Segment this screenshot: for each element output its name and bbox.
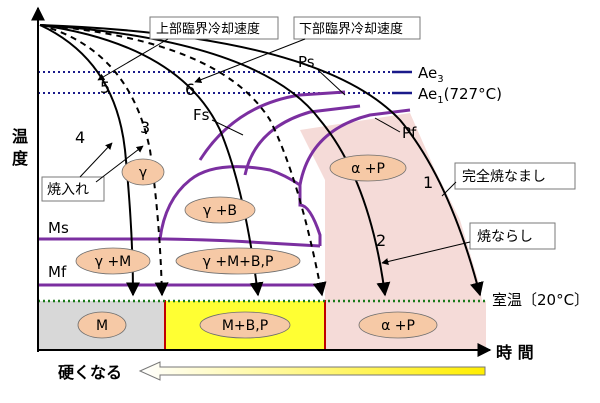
full-anneal-box (454, 162, 576, 190)
cooling-curve-pf (39, 24, 264, 297)
fs-pointer (211, 119, 244, 136)
pf-label: Pf (402, 124, 417, 142)
pf-pointer (374, 117, 401, 133)
phase-gamma-oval (121, 158, 165, 186)
upper-critical-pointer (97, 38, 169, 81)
phase-gamma-b-label: γ +B (203, 203, 237, 219)
upper-critical-label: 上部臨界冷却速度 (156, 21, 260, 37)
full-anneal-label: 完全焼なまし (462, 168, 546, 185)
pf-curve (298, 108, 411, 186)
phase-gamma-label: γ (139, 165, 147, 181)
bainite-nose (158, 165, 322, 246)
lower-critical-label: 下部臨界冷却速度 (299, 21, 403, 37)
phase-alpha-p-upper-oval (329, 154, 407, 182)
quench-label: 焼入れ (47, 182, 89, 198)
lower-critical-pointer (194, 38, 306, 83)
phase-alpha-p-upper-label: α +P (351, 161, 385, 177)
ae1-subscript: 1 (437, 95, 443, 106)
x-axis-label: 時 間 (496, 343, 534, 362)
y-axis-label-1: 温 (11, 127, 28, 146)
phase-gamma-m-label: γ +M (95, 254, 132, 270)
mf-label: Mf (48, 263, 67, 281)
phase-m-bp-label: M+B,P (222, 318, 268, 334)
ps-curve (198, 90, 346, 161)
phase-gamma-b-oval (184, 196, 256, 224)
phase-gamma-m-bp-label: γ +M+B,P (203, 254, 274, 270)
ms-label: Ms (48, 219, 69, 237)
ae3-label: Ae3 (418, 64, 444, 85)
phase-gamma-m-oval (75, 247, 151, 275)
harder-arrow (138, 361, 486, 381)
cooling-curve-3 (39, 24, 169, 297)
lower-critical-box (293, 16, 421, 40)
full-anneal-pointer (441, 181, 457, 197)
curve-number-1: 1 (423, 173, 433, 192)
upper-critical-box (149, 16, 279, 40)
cooling-curve-p (39, 24, 327, 297)
ps-label: Ps (298, 53, 315, 71)
quench-pointer-a (79, 142, 113, 178)
curve-number-6: 6 (185, 80, 195, 99)
fs-label: Fs (193, 106, 210, 124)
room-temp-label: 室温〔20°C〕 (492, 291, 589, 309)
phase-m-bp-oval (199, 311, 291, 339)
ae1-main: Ae (418, 85, 437, 103)
ae3-subscript: 3 (437, 74, 443, 85)
harder-label: 硬くなる (58, 363, 122, 382)
quench-box (41, 176, 105, 202)
phase-alpha-p-lower-oval (358, 311, 438, 339)
fs-curve (243, 104, 361, 176)
ae1-label: Ae1(727°C) (418, 85, 502, 106)
ps-pointer (317, 69, 346, 96)
ae1-temperature: (727°C) (444, 85, 502, 103)
curve-number-3: 3 (140, 118, 150, 137)
curve-number-5: 5 (100, 78, 110, 97)
normalize-box (469, 222, 556, 250)
normalize-label: 焼ならし (477, 229, 533, 245)
curve-number-4: 4 (75, 128, 85, 147)
ae3-main: Ae (418, 64, 437, 82)
phase-m-label: M (96, 318, 108, 334)
curve-number-2: 2 (376, 231, 386, 250)
y-axis-label-2: 度 (12, 149, 29, 168)
phase-m-oval (77, 311, 127, 339)
quench-pointer-b (95, 145, 144, 183)
phase-alpha-p-lower-label: α +P (381, 318, 415, 334)
ms-line (38, 237, 321, 248)
normalize-pointer (381, 241, 471, 265)
phase-gamma-m-bp-oval (175, 247, 301, 275)
